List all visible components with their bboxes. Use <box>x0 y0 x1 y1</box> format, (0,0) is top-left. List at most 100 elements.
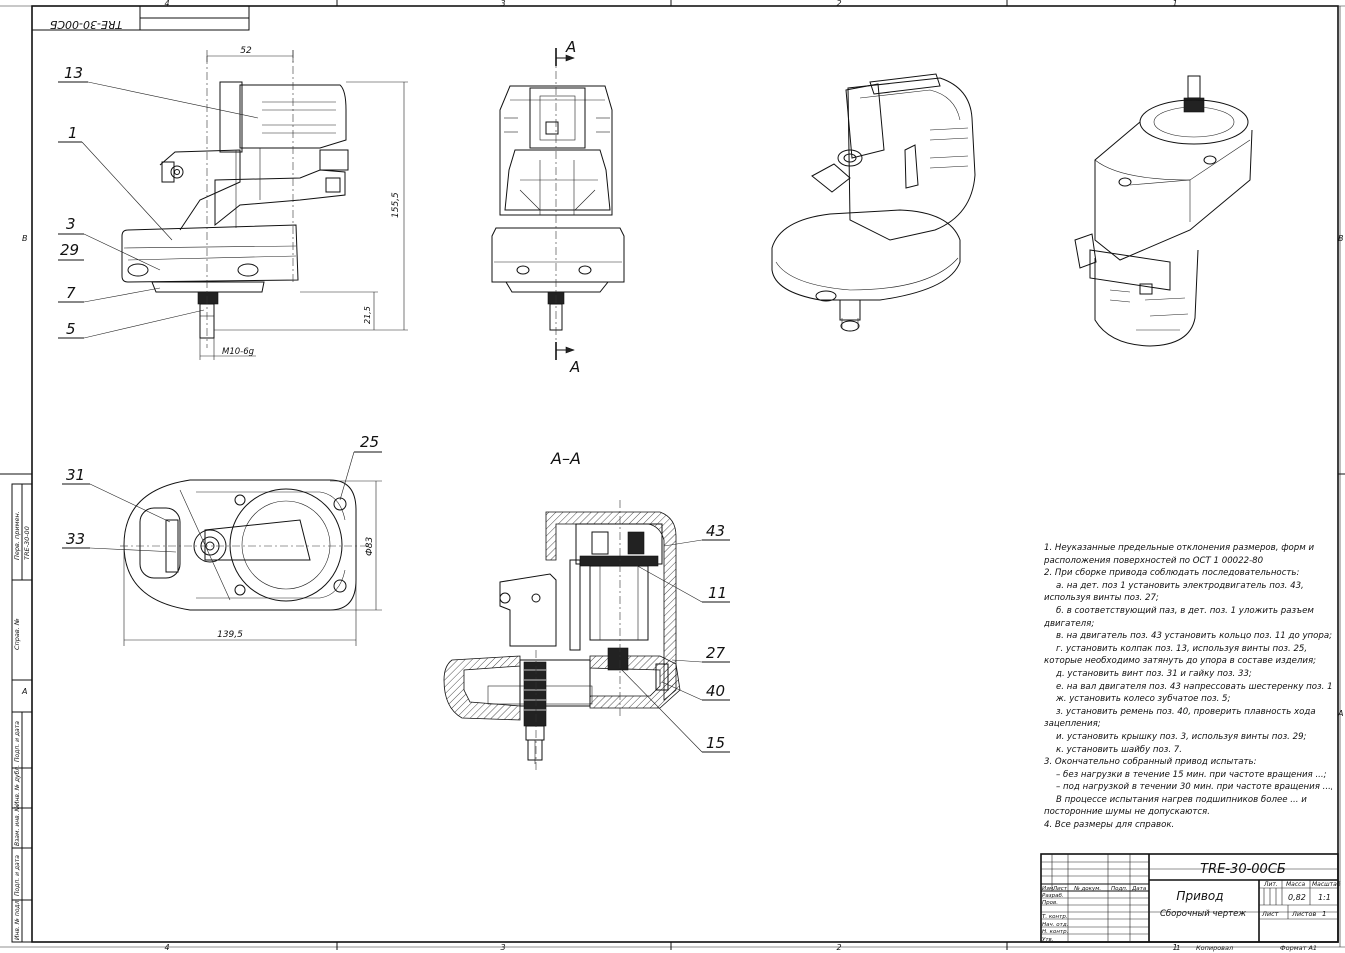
tb-masshtab: Масштаб <box>1312 881 1341 888</box>
callout-33: 33 <box>66 530 85 548</box>
note-line: двигателя; <box>1044 618 1095 629</box>
side-podp-data-2: Подп. и дата <box>14 855 21 896</box>
section-mark-top: A <box>565 38 576 56</box>
note-line: з. установить ремень поз. 40, проверить … <box>1056 706 1316 717</box>
callout-40: 40 <box>706 682 725 700</box>
side-stamp: Перв. примен. TRE-30-00 Справ. № Подп. и… <box>11 483 33 943</box>
tb-col-ndoc: № докум. <box>1073 886 1101 892</box>
dim-21-5: 21,5 <box>363 306 372 324</box>
front-dimensions: 52 155,5 21,5 M10-6g <box>199 46 408 360</box>
callout-29: 29 <box>60 241 79 259</box>
zone-bottom-3: 3 <box>500 943 505 952</box>
tb-massa: Масса <box>1286 881 1305 888</box>
note-line: 3. Окончательно собранный привод испытат… <box>1044 757 1257 768</box>
callout-27: 27 <box>706 644 726 662</box>
tb-listov-value: 1 <box>1322 910 1326 918</box>
isometric-view-1 <box>771 73 976 332</box>
note-line: 2. При сборке привода соблюдать последов… <box>1044 568 1300 579</box>
zone-left-a: A <box>21 687 27 696</box>
callout-5: 5 <box>66 320 76 338</box>
note-line: е. на вал двигателя поз. 43 напрессовать… <box>1056 681 1332 692</box>
note-line: ж. установить колесо зубчатое поз. 5; <box>1056 694 1231 705</box>
tb-lit: Лит. <box>1263 881 1278 888</box>
tb-col-data: Дата <box>1131 886 1147 892</box>
note-line: в. на двигатель поз. 43 установить кольц… <box>1056 631 1332 642</box>
tb-col-podp: Подп. <box>1111 886 1128 892</box>
section-title: A–A <box>550 449 581 468</box>
tb-list: Лист <box>1261 910 1279 918</box>
tb-row-tkontr: Т. контр. <box>1042 914 1068 920</box>
tb-listov: Листов <box>1291 910 1316 918</box>
zone-labels: 4 3 2 1 4 3 2 1 B A B A <box>21 0 1344 952</box>
note-line: д. установить винт поз. 31 и гайку поз. … <box>1056 668 1252 679</box>
top-view-dimensions: 139,5 Ф83 <box>123 480 382 646</box>
tb-scale-value: 1:1 <box>1318 893 1331 902</box>
side-view <box>491 55 625 345</box>
side-inv-dubl: Инв. № дубл. <box>14 765 21 806</box>
zone-top-2: 2 <box>836 0 841 8</box>
callout-11: 11 <box>708 584 727 602</box>
zone-bottom-2: 2 <box>836 943 841 952</box>
note-line: – под нагрузкой в течении 30 мин. при ча… <box>1056 782 1332 793</box>
tb-row-razrab: Разраб. <box>1042 893 1064 899</box>
section-mark-bottom: A <box>569 358 580 376</box>
tb-row-utv: Утв. <box>1042 937 1054 943</box>
note-line: а. на дет. поз 1 установить электродвига… <box>1056 580 1304 591</box>
tb-sheet-mark: 1 <box>1176 944 1180 952</box>
zone-right-a: A <box>1337 709 1343 718</box>
side-vzam-inv: Взам. инв. № <box>14 805 21 846</box>
rotated-doc-code: TRE-30-00СБ <box>50 18 122 31</box>
callout-31: 31 <box>66 466 85 484</box>
note-line: расположения поверхностей по ОСТ 1 00022… <box>1044 555 1264 566</box>
isometric-view-2 <box>1074 75 1253 347</box>
tb-format: Формат A1 <box>1280 944 1317 952</box>
section-view <box>443 500 681 770</box>
tb-col-izm: Изм. <box>1042 886 1055 892</box>
note-line: б. в соответствующий паз, в дет. поз. 1 … <box>1056 605 1314 616</box>
callout-15: 15 <box>706 734 725 752</box>
callout-13: 13 <box>64 64 83 82</box>
tb-row-prov: Пров. <box>1042 900 1058 906</box>
dim-phi-83: Ф83 <box>365 537 375 556</box>
zone-top-1: 1 <box>1172 0 1177 8</box>
front-callouts: 13 1 3 29 7 5 <box>58 64 259 339</box>
side-podp-data: Подп. и дата <box>14 721 21 762</box>
technical-notes: 1. Неуказанные предельные отклонения раз… <box>1044 542 1332 832</box>
section-mark-a: A A <box>555 38 580 376</box>
note-line: посторонние шумы не допускаются. <box>1044 807 1210 818</box>
callout-7: 7 <box>66 284 76 302</box>
note-line: используя винты поз. 27; <box>1044 593 1159 604</box>
side-sprav: Справ. № <box>13 618 21 650</box>
front-view <box>121 50 349 348</box>
title-block-name: Привод <box>1176 889 1223 903</box>
side-inv-podl: Инв. № подл. <box>14 899 21 940</box>
tb-copied: Копировал <box>1196 944 1233 952</box>
zone-bottom-4: 4 <box>164 943 169 952</box>
dim-155-5: 155,5 <box>391 192 401 218</box>
note-line: г. установить колпак поз. 13, используя … <box>1056 643 1308 654</box>
dim-139-5: 139,5 <box>217 630 243 640</box>
note-line: которые необходимо затянуть до упора в с… <box>1044 656 1317 667</box>
rotated-code-stamp: TRE-30-00СБ <box>31 5 250 31</box>
zone-bottom-1: 1 <box>1172 943 1177 952</box>
note-line: В процессе испытания нагрев подшипников … <box>1056 794 1307 805</box>
callout-25: 25 <box>360 433 379 451</box>
note-line: 4. Все размеры для справок. <box>1044 820 1175 831</box>
zone-left-b: B <box>22 234 28 243</box>
callout-1: 1 <box>68 124 78 142</box>
side-perv-code: TRE-30-00 <box>23 526 31 560</box>
tb-col-list: Лист <box>1052 886 1068 892</box>
note-line: – без нагрузки в течение 15 мин. при час… <box>1056 769 1327 780</box>
section-callouts: 43 11 27 40 15 <box>619 522 730 753</box>
zone-top-4: 4 <box>164 0 169 8</box>
tb-row-nkontr: Н. контр. <box>1042 929 1069 935</box>
top-view-callouts: 25 31 33 <box>62 433 382 553</box>
zone-right-b: B <box>1338 234 1344 243</box>
note-line: зацепления; <box>1044 719 1101 730</box>
tb-row-nach: Нач. отд. <box>1042 922 1069 928</box>
title-block-subtitle: Сборочный чертеж <box>1160 909 1246 919</box>
side-perv-primen: Перв. примен. <box>13 511 21 560</box>
dim-thread: M10-6g <box>222 347 255 357</box>
title-block-code: TRE-30-00СБ <box>1200 862 1286 877</box>
